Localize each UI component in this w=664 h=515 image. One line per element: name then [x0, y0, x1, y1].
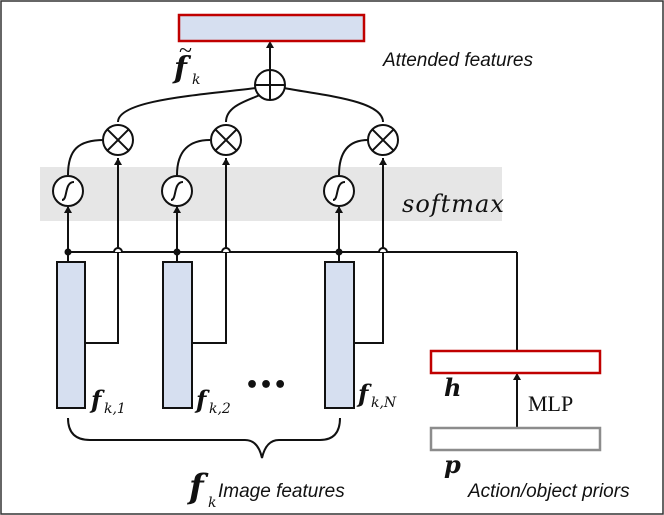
feature-box-1 — [56, 261, 86, 409]
junction-dots — [64, 248, 343, 256]
sigmoid-node-1 — [52, 175, 84, 207]
f-k2-symbol: f k,2 — [194, 385, 231, 417]
wire-crossings — [113, 247, 388, 253]
svg-text:f: f — [356, 379, 372, 408]
sum-node — [254, 69, 286, 101]
image-features-label: Image features — [218, 481, 345, 502]
multiply-node-n — [367, 124, 399, 156]
multiply-node-1 — [102, 124, 134, 156]
svg-text:k: k — [208, 495, 216, 511]
svg-text:~: ~ — [179, 38, 192, 64]
f-k1-symbol: f k,1 — [89, 385, 126, 417]
priors-label: Action/object priors — [467, 481, 630, 502]
feature-box-n — [324, 261, 355, 409]
p-box — [429, 426, 602, 452]
feature-box-2 — [162, 261, 193, 409]
h-box — [429, 349, 602, 375]
f-tilde-k-symbol: f ~ k — [172, 38, 200, 88]
sigmoid-node-n — [323, 175, 355, 207]
connection-lines — [67, 48, 518, 428]
sigmoid-node-2 — [161, 175, 193, 207]
svg-text:f: f — [187, 467, 209, 507]
svg-text:k,2: k,2 — [209, 401, 231, 417]
h-symbol: h — [444, 373, 461, 402]
mlp-label: MLP — [528, 391, 573, 416]
p-symbol: p — [444, 450, 461, 479]
f-k-symbol: f k — [187, 467, 216, 511]
svg-text:f: f — [89, 385, 105, 414]
image-features-brace — [67, 417, 341, 459]
arrowheads — [64, 41, 521, 380]
multiply-node-2 — [210, 124, 242, 156]
svg-text:f: f — [194, 385, 210, 414]
attended-features-label: Attended features — [382, 50, 533, 71]
softmax-label: softmax — [402, 190, 505, 218]
f-kN-symbol: f k,N — [356, 379, 397, 411]
ellipsis-dots: ••• — [245, 373, 287, 398]
svg-text:k: k — [192, 72, 200, 88]
svg-text:k,1: k,1 — [104, 401, 126, 417]
attended-features-box — [177, 13, 366, 43]
svg-text:k,N: k,N — [371, 395, 397, 411]
